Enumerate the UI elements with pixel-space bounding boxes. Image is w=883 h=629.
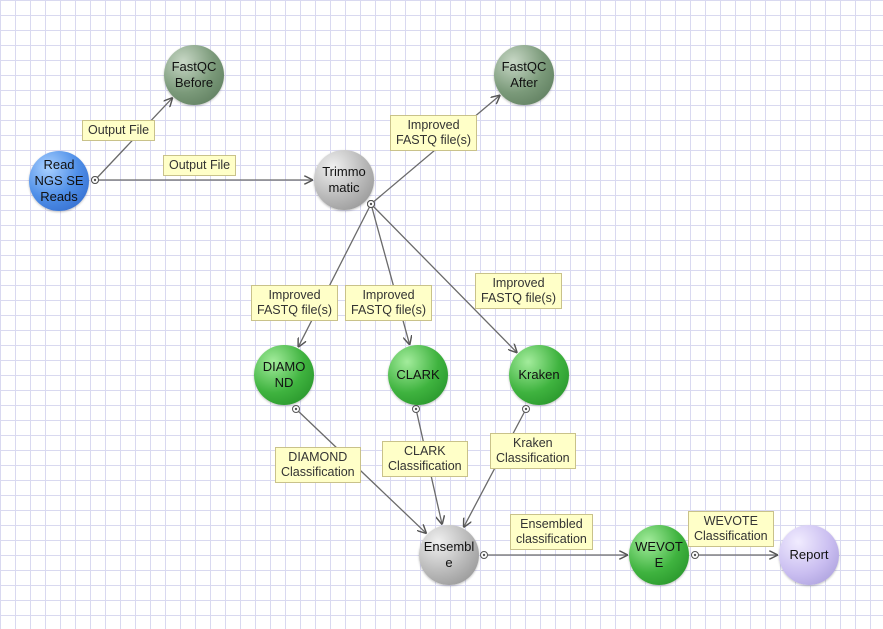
- edge-label-ensemble-to-wevote: Ensembled classification: [510, 514, 593, 550]
- edge-ensemble-to-wevote[interactable]: [480, 552, 628, 559]
- edge-label-diamond-to-ensemble: DIAMOND Classification: [275, 447, 361, 483]
- node-read-ngs-se-reads[interactable]: Read NGS SE Reads: [29, 151, 89, 211]
- edge-line: [299, 203, 372, 346]
- edge-trimmomatic-to-diamond[interactable]: [299, 200, 375, 347]
- edge-line: [370, 203, 410, 344]
- edge-start-port-dot: [294, 407, 298, 411]
- edge-label-trimmomatic-to-fastqc-after: Improved FASTQ file(s): [390, 115, 478, 151]
- node-ensemble[interactable]: Ensembl e: [419, 525, 479, 585]
- edge-label-read-to-fastqc-before: Output File: [82, 120, 156, 141]
- edge-start-port-dot: [482, 553, 486, 557]
- node-report[interactable]: Report: [779, 525, 839, 585]
- edge-read-to-trimmomatic[interactable]: [91, 177, 313, 184]
- edge-start-port-dot: [693, 553, 697, 557]
- edge-diamond-to-ensemble[interactable]: [292, 405, 426, 533]
- edge-label-trimmomatic-to-diamond: Improved FASTQ file(s): [251, 285, 339, 321]
- edge-start-port-dot: [414, 407, 418, 411]
- edge-trimmomatic-to-fastqc-after[interactable]: [367, 96, 500, 208]
- node-diamond[interactable]: DIAMO ND: [254, 345, 314, 405]
- edge-trimmomatic-to-kraken[interactable]: [367, 200, 517, 353]
- edge-start-port-dot: [369, 202, 373, 206]
- edge-wevote-to-report[interactable]: [691, 552, 778, 559]
- node-fastqc-after[interactable]: FastQC After: [494, 45, 554, 105]
- edge-label-clark-to-ensemble: CLARK Classification: [382, 441, 468, 477]
- node-wevote[interactable]: WEVOT E: [629, 525, 689, 585]
- edge-label-trimmomatic-to-clark: Improved FASTQ file(s): [345, 285, 433, 321]
- node-kraken[interactable]: Kraken: [509, 345, 569, 405]
- edge-start-port-dot: [524, 407, 528, 411]
- edge-line: [370, 203, 517, 352]
- edge-label-kraken-to-ensemble: Kraken Classification: [490, 433, 576, 469]
- edge-label-read-to-trimmomatic: Output File: [163, 155, 237, 176]
- node-fastqc-before[interactable]: FastQC Before: [164, 45, 224, 105]
- edge-line: [295, 408, 426, 533]
- node-trimmomatic[interactable]: Trimmo matic: [314, 150, 374, 210]
- edge-label-trimmomatic-to-kraken: Improved FASTQ file(s): [475, 273, 563, 309]
- edge-start-port-dot: [93, 178, 97, 182]
- edge-label-wevote-to-report: WEVOTE Classification: [688, 511, 774, 547]
- node-clark[interactable]: CLARK: [388, 345, 448, 405]
